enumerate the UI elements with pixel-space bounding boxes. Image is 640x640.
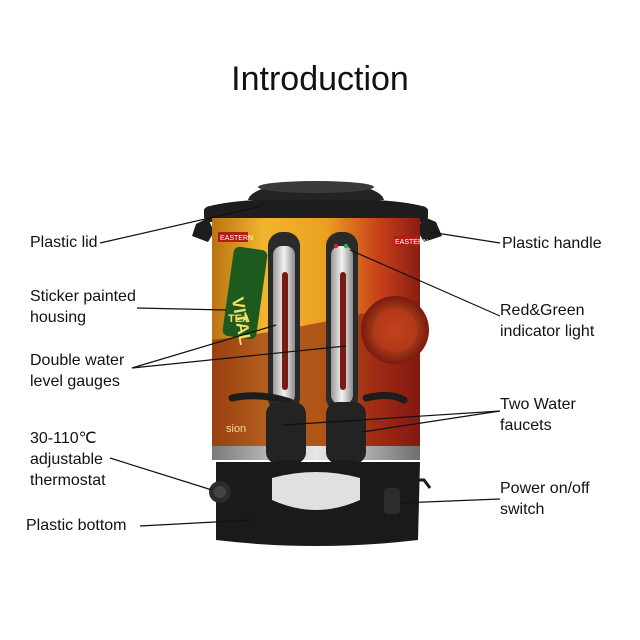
label-power-line2: switch [500, 501, 545, 518]
label-sticker-line1: Sticker painted [30, 288, 136, 305]
label-gauges-line1: Double water [30, 352, 125, 369]
leader-lines [99, 205, 501, 527]
indicator-lights [333, 243, 349, 249]
label-faucets-line1: Two Water [500, 396, 576, 413]
sticker-side-text: sion [226, 423, 246, 435]
label-plastic-handle: Plastic handle [502, 235, 602, 252]
housing: VITAL TEA EASTERN EASTERN sion [212, 218, 429, 460]
label-indicator-line2: indicator light [500, 323, 595, 340]
water-level-gauges [268, 232, 358, 412]
tea-small-text: TEA [228, 313, 250, 325]
label-thermostat-line1: 30-110℃ [30, 430, 97, 447]
side-handles [192, 216, 442, 242]
label-indicator-line1: Red&Green [500, 302, 585, 319]
label-sticker-line2: housing [30, 309, 87, 326]
label-thermostat-line2: adjustable [30, 451, 103, 468]
page-title: Introduction [231, 60, 409, 98]
label-plastic-bottom: Plastic bottom [26, 517, 127, 534]
brand-logo-left: EASTERN [220, 235, 253, 242]
plastic-base [209, 462, 432, 546]
brand-logo-right: EASTERN [395, 239, 428, 246]
label-thermostat-line3: thermostat [30, 472, 106, 489]
lid [204, 181, 428, 222]
label-gauges-line2: level gauges [30, 373, 120, 390]
label-faucets-line2: faucets [500, 417, 552, 434]
label-power-line1: Power on/off [500, 480, 590, 497]
label-plastic-lid: Plastic lid [30, 234, 98, 251]
